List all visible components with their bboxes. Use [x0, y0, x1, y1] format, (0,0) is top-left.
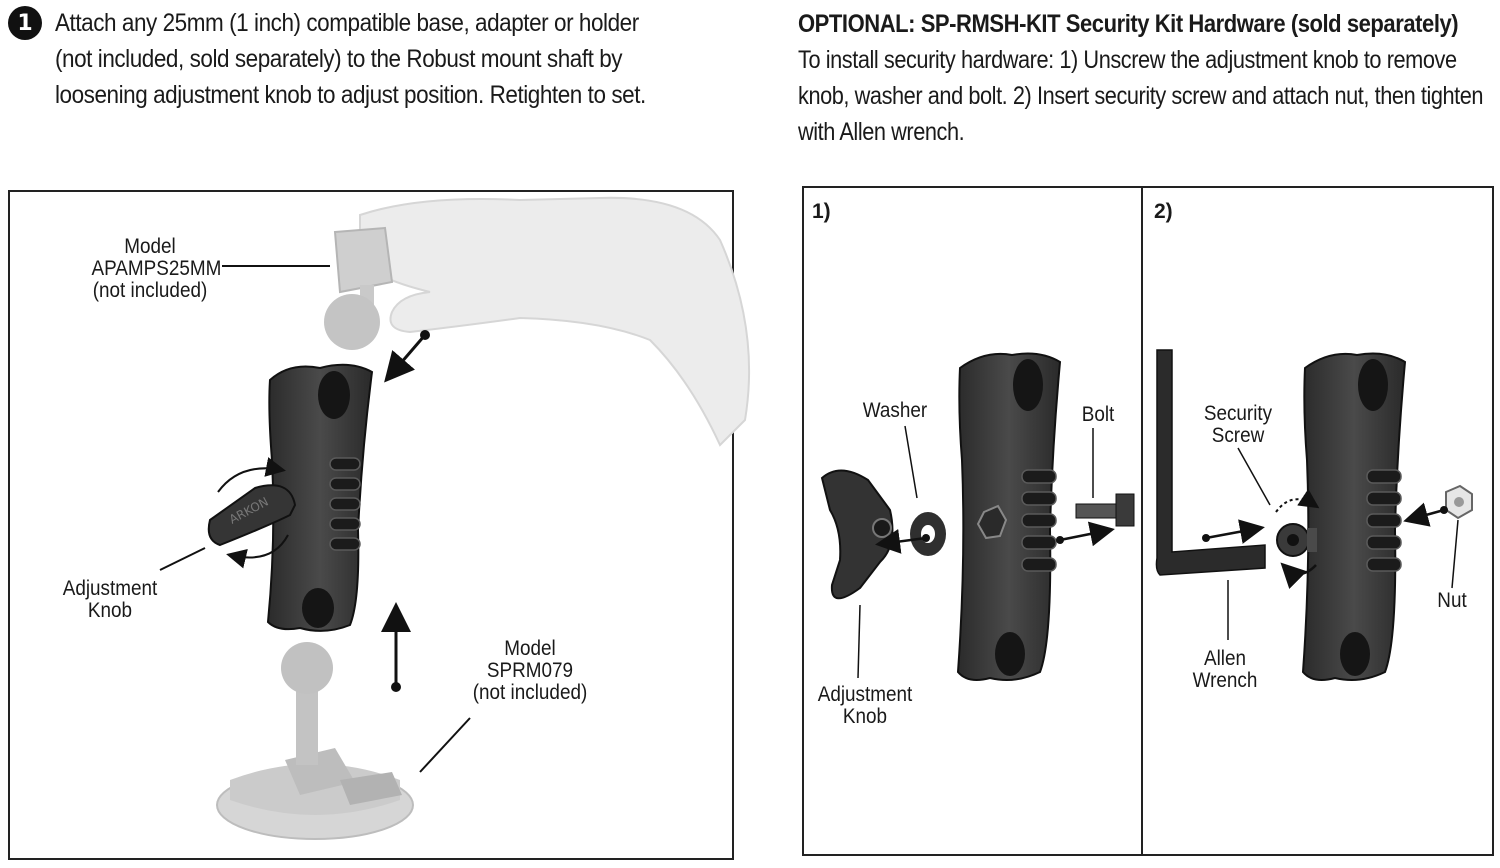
callout-model-bottom-line2: SPRM079 [486, 659, 574, 682]
optional-kit-title: OPTIONAL: SP-RMSH-KIT Security Kit Hardw… [798, 10, 1459, 38]
callout-nut: Nut [1437, 589, 1467, 612]
panel-divider [1141, 186, 1143, 856]
step-instructions: Attach any 25mm (1 inch) compatible base… [55, 9, 646, 109]
callout-model-top: Model APAMPS25MM (not included) [91, 235, 222, 302]
hand-illustration [359, 196, 751, 447]
callout-model-top-line3: (not included) [92, 279, 208, 302]
bolt-part [1075, 503, 1121, 519]
callout-adjustment-knob-panel1: Adjustment Knob [811, 684, 919, 728]
callout-model-top-line1: Model [124, 235, 176, 258]
callout-model-bottom-line1: Model [504, 637, 556, 660]
callout-bolt: Bolt [1081, 403, 1115, 426]
callout-allen-wrench-line1: Allen [1203, 647, 1247, 670]
callout-adjustment-knob: Adjustment Knob [56, 578, 164, 622]
callout-security-screw-line2: Screw [1211, 424, 1265, 447]
adjustment-knob-panel1 [820, 469, 894, 600]
step-number-badge: 1 [8, 6, 42, 40]
adapter-ball [324, 294, 380, 350]
panel-1-label: 1) [812, 200, 831, 223]
panel-2-label: 2) [1154, 200, 1173, 223]
callout-adjustment-knob-panel1-line1: Adjustment [817, 683, 913, 706]
callout-model-bottom: Model SPRM079 (not included) [472, 638, 589, 704]
callout-adjustment-knob-line1: Adjustment [62, 577, 158, 600]
callout-adjustment-knob-panel1-line2: Knob [842, 705, 888, 728]
adjustment-knob [207, 484, 297, 547]
optional-kit-instructions: To install security hardware: 1) Unscrew… [798, 46, 1484, 146]
allen-wrench-part [1155, 349, 1266, 576]
callout-washer: Washer [862, 399, 928, 422]
callout-allen-wrench: Allen Wrench [1189, 648, 1261, 692]
callout-security-screw: Security Screw [1199, 403, 1276, 447]
callout-security-screw-line1: Security [1203, 402, 1273, 425]
adapter-plate [333, 226, 394, 294]
callout-adjustment-knob-line2: Knob [87, 599, 133, 622]
base-ball [281, 642, 333, 694]
callout-model-top-line2: APAMPS25MM [91, 257, 222, 280]
callout-model-bottom-line3: (not included) [472, 681, 588, 704]
callout-allen-wrench-line2: Wrench [1192, 669, 1258, 692]
